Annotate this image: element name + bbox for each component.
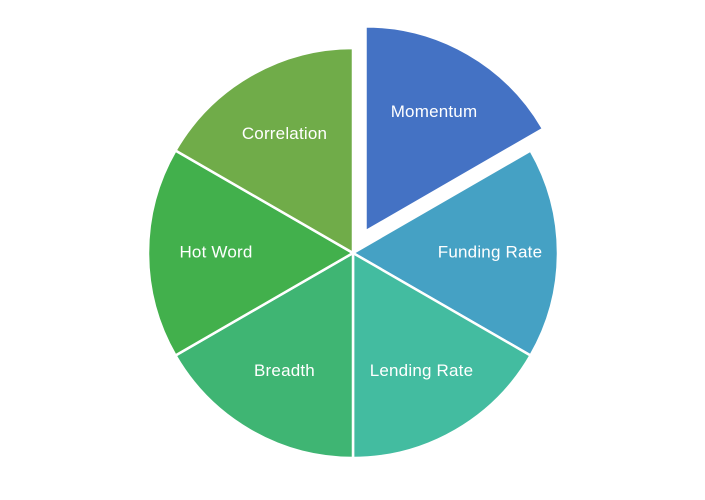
pie-slice-correlation[interactable]: [174, 46, 355, 255]
pie-slice-label-lending-rate: Lending Rate: [370, 361, 474, 380]
pie-slice-label-correlation: Correlation: [242, 124, 327, 143]
pie-slice-breadth[interactable]: [174, 251, 355, 460]
pie-slice-hot-word[interactable]: [146, 149, 355, 357]
pie-slice-label-hot-word: Hot Word: [179, 242, 252, 261]
pie-slice-momentum[interactable]: [364, 25, 545, 233]
pie-slice-label-momentum: Momentum: [391, 102, 478, 121]
pie-slice-lending-rate[interactable]: [351, 251, 532, 460]
pie-slice-label-funding-rate: Funding Rate: [438, 242, 542, 261]
pie-slice-funding-rate[interactable]: [351, 149, 560, 357]
pie-slice-label-breadth: Breadth: [254, 361, 315, 380]
